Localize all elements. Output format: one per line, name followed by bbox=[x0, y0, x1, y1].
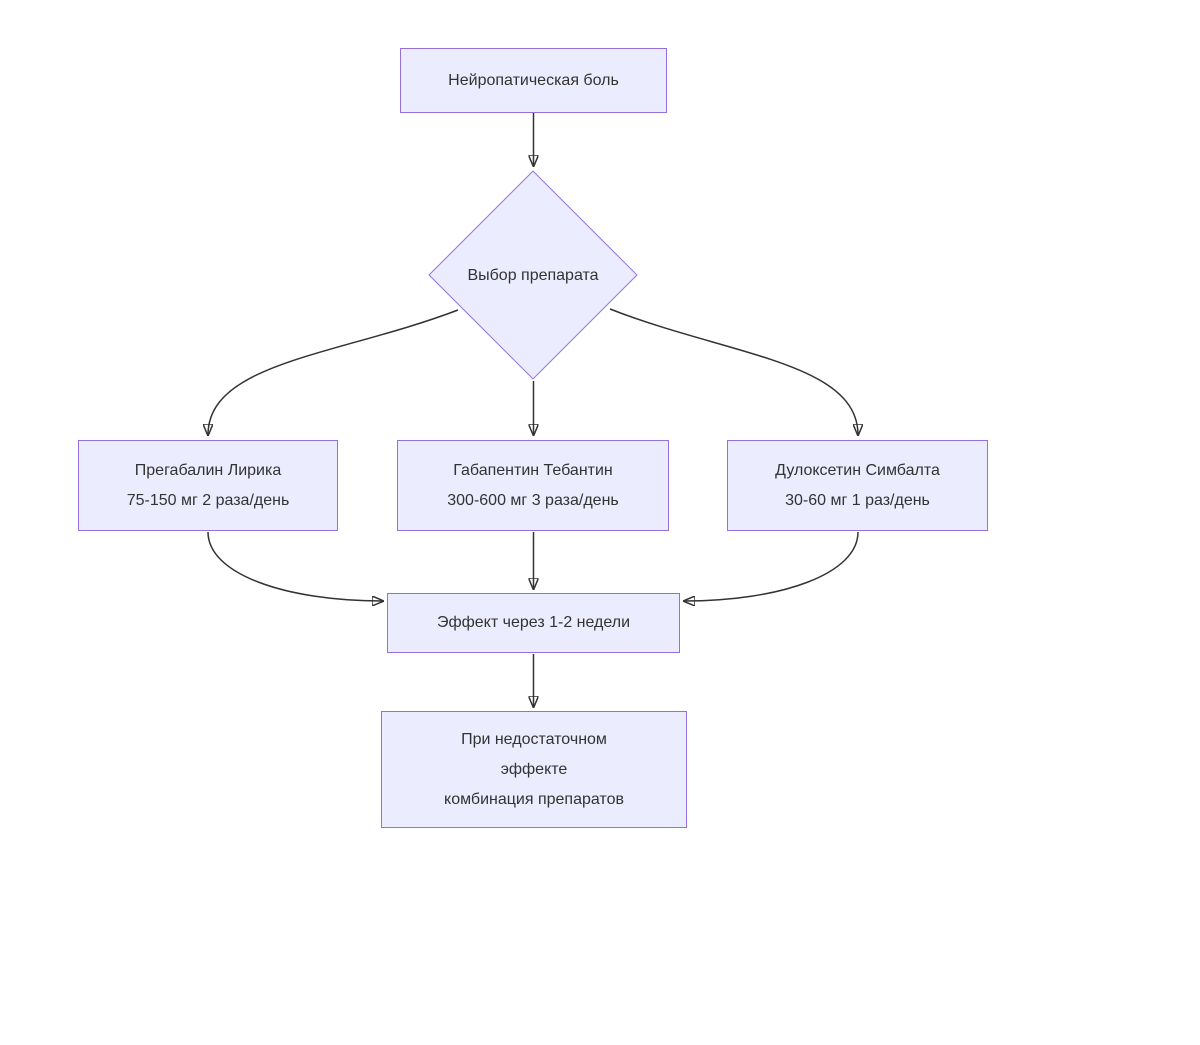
node-gabapentin-line2: 300-600 мг 3 раза/день bbox=[447, 491, 619, 509]
node-pregabalin-line1: Прегабалин Лирика bbox=[134, 461, 282, 479]
node-duloxetine-line1: Дулоксетин Симбалта bbox=[775, 461, 940, 479]
node-drug-choice-label: Выбор препарата bbox=[467, 267, 599, 284]
edge-choice-to-pregabalin bbox=[208, 309, 459, 435]
node-gabapentin: Габапентин Тебантин 300-600 мг 3 раза/де… bbox=[397, 440, 669, 531]
edge-duloxetine-to-effect bbox=[684, 531, 859, 601]
node-effect-label: Эффект через 1-2 недели bbox=[436, 614, 631, 631]
node-duloxetine: Дулоксетин Симбалта 30-60 мг 1 раз/день bbox=[727, 440, 988, 531]
edge-pregabalin-to-effect bbox=[207, 531, 383, 601]
node-effect: Эффект через 1-2 недели bbox=[387, 593, 680, 653]
node-duloxetine-line2: 30-60 мг 1 раз/день bbox=[785, 491, 930, 509]
node-neuropathic-pain: Нейропатическая боль bbox=[400, 48, 667, 113]
node-combination: При недостаточном эффекте комбинация пре… bbox=[381, 711, 687, 828]
node-gabapentin-line1: Габапентин Тебантин bbox=[453, 461, 613, 479]
edge-choice-to-duloxetine bbox=[609, 308, 858, 435]
node-pregabalin: Прегабалин Лирика 75-150 мг 2 раза/день bbox=[78, 440, 338, 531]
node-neuropathic-pain-label: Нейропатическая боль bbox=[448, 71, 619, 89]
node-combination-line3: комбинация препаратов bbox=[444, 790, 624, 808]
node-pregabalin-line2: 75-150 мг 2 раза/день bbox=[126, 491, 290, 509]
node-combination-line2: эффекте bbox=[500, 760, 568, 778]
node-combination-line1: При недостаточном bbox=[461, 730, 607, 748]
